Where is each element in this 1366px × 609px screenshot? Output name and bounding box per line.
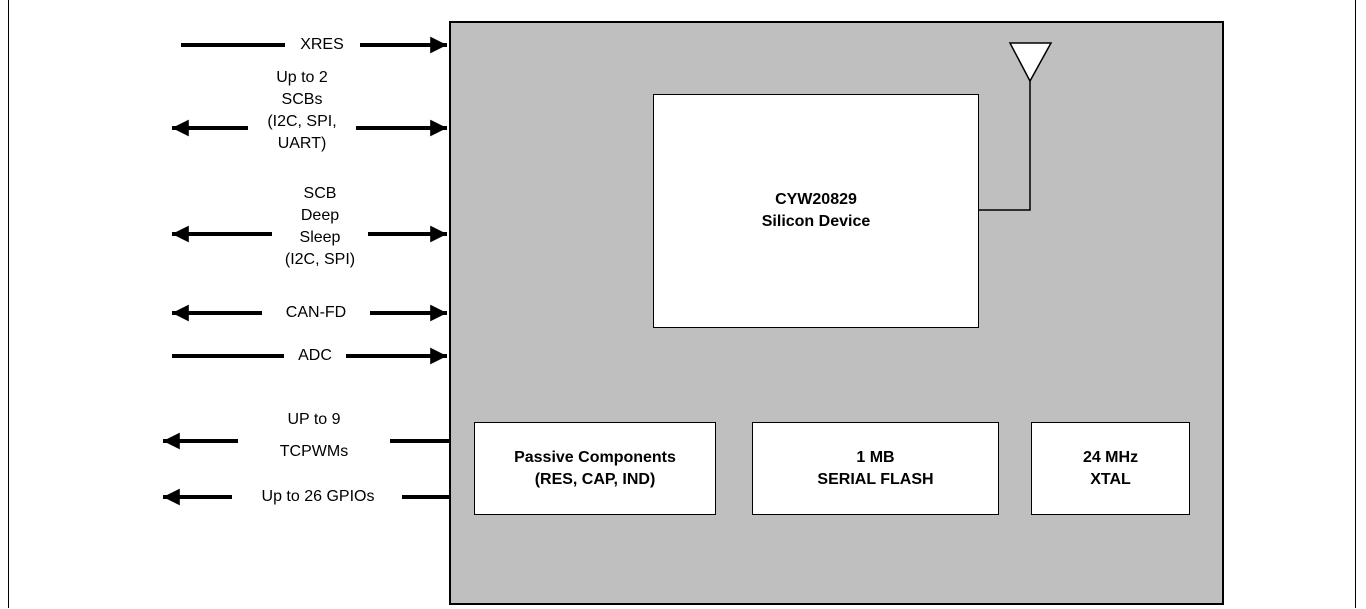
scbs-label-line-4: UART) xyxy=(277,135,327,152)
tcpwm-label-line-2: TCPWMs xyxy=(279,443,349,460)
soc-block-line-1: CYW20829 xyxy=(775,191,857,208)
scbs-label: Up to 2 SCBs (I2C, SPI, UART) xyxy=(242,67,362,155)
xres-label: XRES xyxy=(300,36,344,53)
passive-block-line-1: Passive Components xyxy=(514,448,676,466)
flash-block-line-2: SERIAL FLASH xyxy=(817,470,934,488)
antenna-feed xyxy=(979,81,1031,211)
flash-block-line-1: 1 MB xyxy=(856,448,895,466)
diagram-frame xyxy=(8,0,1356,608)
gpio-label: Up to 26 GPIOs xyxy=(261,488,375,505)
scbs-label-line-3: (I2C, SPI, xyxy=(267,113,337,130)
scb-deep-sleep-label: SCB Deep Sleep (I2C, SPI) xyxy=(260,183,380,271)
antenna-icon xyxy=(1008,42,1053,83)
passive-components-block: Passive Components (RES, CAP, IND) xyxy=(474,422,716,515)
scb-deep-label-line-4: (I2C, SPI) xyxy=(284,251,356,268)
adc-label: ADC xyxy=(298,347,332,364)
xtal-block-line-1: 24 MHz xyxy=(1082,448,1139,466)
tcpwm-label-line-1: UP to 9 xyxy=(287,411,341,428)
scb-deep-label-line-3: Sleep xyxy=(299,229,341,246)
scbs-label-line-2: SCBs xyxy=(281,91,323,108)
serial-flash-block: 1 MB SERIAL FLASH xyxy=(752,422,999,515)
scbs-label-line-1: Up to 2 xyxy=(276,69,328,86)
xtal-block-line-2: XTAL xyxy=(1090,470,1131,488)
crystal-block: 24 MHz XTAL xyxy=(1031,422,1190,515)
tcpwm-label: UP to 9 TCPWMs xyxy=(244,409,384,463)
soc-block: CYW20829 Silicon Device xyxy=(653,94,979,328)
scb-deep-label-line-2: Deep xyxy=(300,207,340,224)
passive-block-line-2: (RES, CAP, IND) xyxy=(534,470,656,488)
scb-deep-label-line-1: SCB xyxy=(303,185,337,202)
soc-block-line-2: Silicon Device xyxy=(761,213,871,230)
canfd-label: CAN-FD xyxy=(285,304,347,321)
